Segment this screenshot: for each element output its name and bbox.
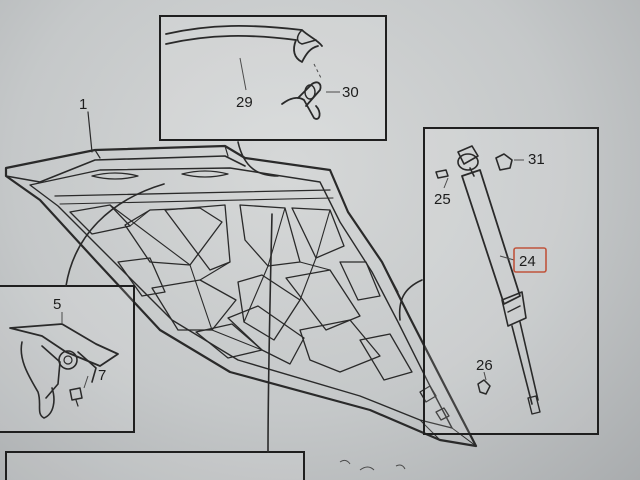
hood-panel: [4, 144, 478, 448]
label-clip-upper: 31: [528, 151, 545, 168]
background-sketch: [339, 459, 406, 471]
label-seal-strip: 29: [236, 94, 253, 111]
label-lock: 5: [53, 296, 61, 313]
label-bracket-lower: 26: [476, 357, 493, 374]
label-ball-stud: 25: [434, 191, 451, 208]
connector-seal: [237, 141, 279, 177]
connector-bottom: [267, 213, 273, 453]
inset-seal-box: [159, 15, 387, 141]
connector-lock: [65, 183, 165, 287]
label-lock-pin: 7: [98, 367, 106, 384]
leader-hood: [87, 111, 93, 153]
connector-strut: [398, 279, 423, 321]
inset-lock-box: [0, 285, 135, 433]
label-hood: 1: [79, 96, 87, 113]
highlight-box-strut: [513, 247, 547, 273]
inset-strut-box: [423, 127, 599, 435]
label-strut: 24: [519, 253, 536, 270]
label-seal-clip: 30: [342, 84, 359, 101]
inset-bottom-box: [5, 451, 305, 480]
